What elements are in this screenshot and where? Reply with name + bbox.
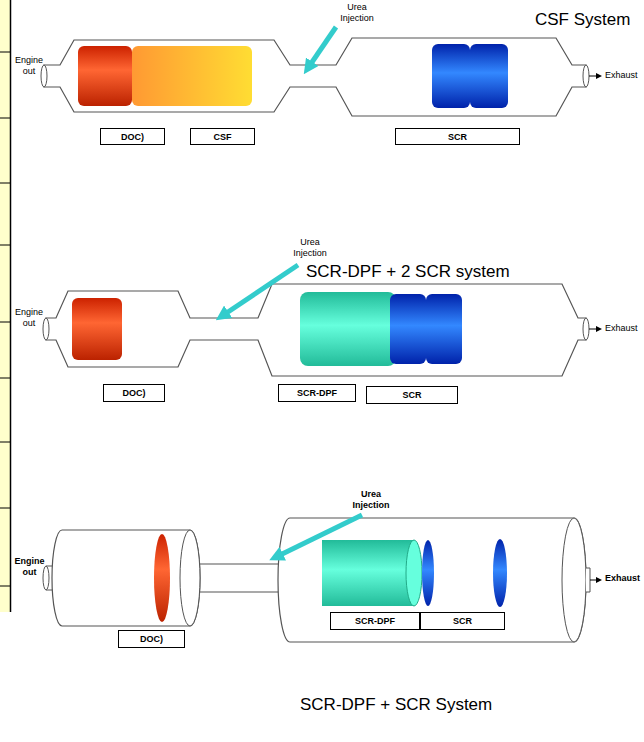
box-label: SCR <box>448 132 467 142</box>
drawing-stroke <box>596 73 602 79</box>
diagram-label: Engine out <box>13 307 45 329</box>
drawing-stroke <box>46 284 586 376</box>
catalyst-shape <box>390 294 426 364</box>
box-label: DOC) <box>121 132 144 142</box>
drawing-stroke <box>0 52 10 586</box>
catalyst-shape <box>562 518 586 642</box>
box-label: SCR <box>402 390 421 400</box>
diagram-label: Exhaust <box>605 323 638 334</box>
box-label: DOC) <box>123 388 146 398</box>
table-edge <box>0 0 11 612</box>
drawing-stroke <box>222 265 298 316</box>
diagram-label: Exhaust <box>605 573 640 584</box>
catalyst-shape <box>432 44 470 108</box>
catalyst-shape <box>406 540 422 606</box>
diagram-label: Exhaust <box>605 70 638 81</box>
catalyst-shape <box>43 566 49 590</box>
catalyst-shape <box>78 46 132 106</box>
catalyst-shape <box>583 65 589 87</box>
box-label: SCR-DPF <box>355 616 395 626</box>
drawing-stroke <box>586 568 590 592</box>
label-box: DOC) <box>100 128 165 145</box>
label-box: SCR-DPF <box>330 612 420 630</box>
drawing-stroke <box>278 518 586 642</box>
diagram-label: Engine out <box>13 55 45 77</box>
catalyst-shape <box>180 530 200 626</box>
diagram-label: Urea Injection <box>349 489 393 511</box>
label-box: DOC) <box>118 630 185 648</box>
label-box: DOC) <box>103 384 165 402</box>
label-box: CSF <box>190 128 255 145</box>
catalyst-shape <box>154 534 170 622</box>
catalyst-shape <box>493 539 507 607</box>
drawing-stroke <box>596 326 602 332</box>
diagram-label: CSF System <box>535 10 630 30</box>
catalyst-shape <box>470 44 508 108</box>
drawing-stroke <box>308 27 336 68</box>
drawing-stroke <box>10 0 12 612</box>
catalyst-shape <box>41 65 47 87</box>
drawing-stroke <box>276 515 362 557</box>
label-box: SCR <box>366 386 458 404</box>
diagram-label: Urea Injection <box>336 2 378 24</box>
label-box: SCR <box>420 612 505 630</box>
drawing-stroke <box>44 38 586 116</box>
drawing-stroke <box>589 76 596 77</box>
drawing-stroke <box>590 580 596 581</box>
scr-dpf-2scr-drawing <box>43 265 602 376</box>
csf-system-drawing <box>41 27 602 116</box>
catalyst-shape <box>72 298 122 360</box>
catalyst-shape <box>300 292 396 366</box>
box-label: CSF <box>214 132 232 142</box>
drawing-stroke <box>596 577 602 583</box>
diagram-label: Urea Injection <box>289 237 331 259</box>
catalyst-shape <box>43 318 49 340</box>
catalyst-shape <box>426 294 462 364</box>
box-label: SCR-DPF <box>297 388 337 398</box>
scr-dpf-scr-drawing <box>43 515 602 642</box>
catalyst-shape <box>132 46 252 106</box>
box-label: SCR <box>453 616 472 626</box>
drawing-stroke <box>589 329 596 330</box>
box-label: DOC) <box>140 634 163 644</box>
diagram-label: Engine out <box>13 556 46 578</box>
catalyst-shape <box>0 0 10 612</box>
catalyst-shape <box>583 318 589 340</box>
label-box: SCR-DPF <box>278 384 356 402</box>
diagram-label: SCR-DPF + SCR System <box>300 695 492 715</box>
label-box: SCR <box>395 128 520 145</box>
drawing-stroke <box>200 564 282 592</box>
diagram-label: SCR-DPF + 2 SCR system <box>306 262 510 282</box>
catalyst-shape <box>422 540 434 606</box>
drawing-stroke <box>52 530 200 626</box>
catalyst-shape <box>322 540 414 606</box>
